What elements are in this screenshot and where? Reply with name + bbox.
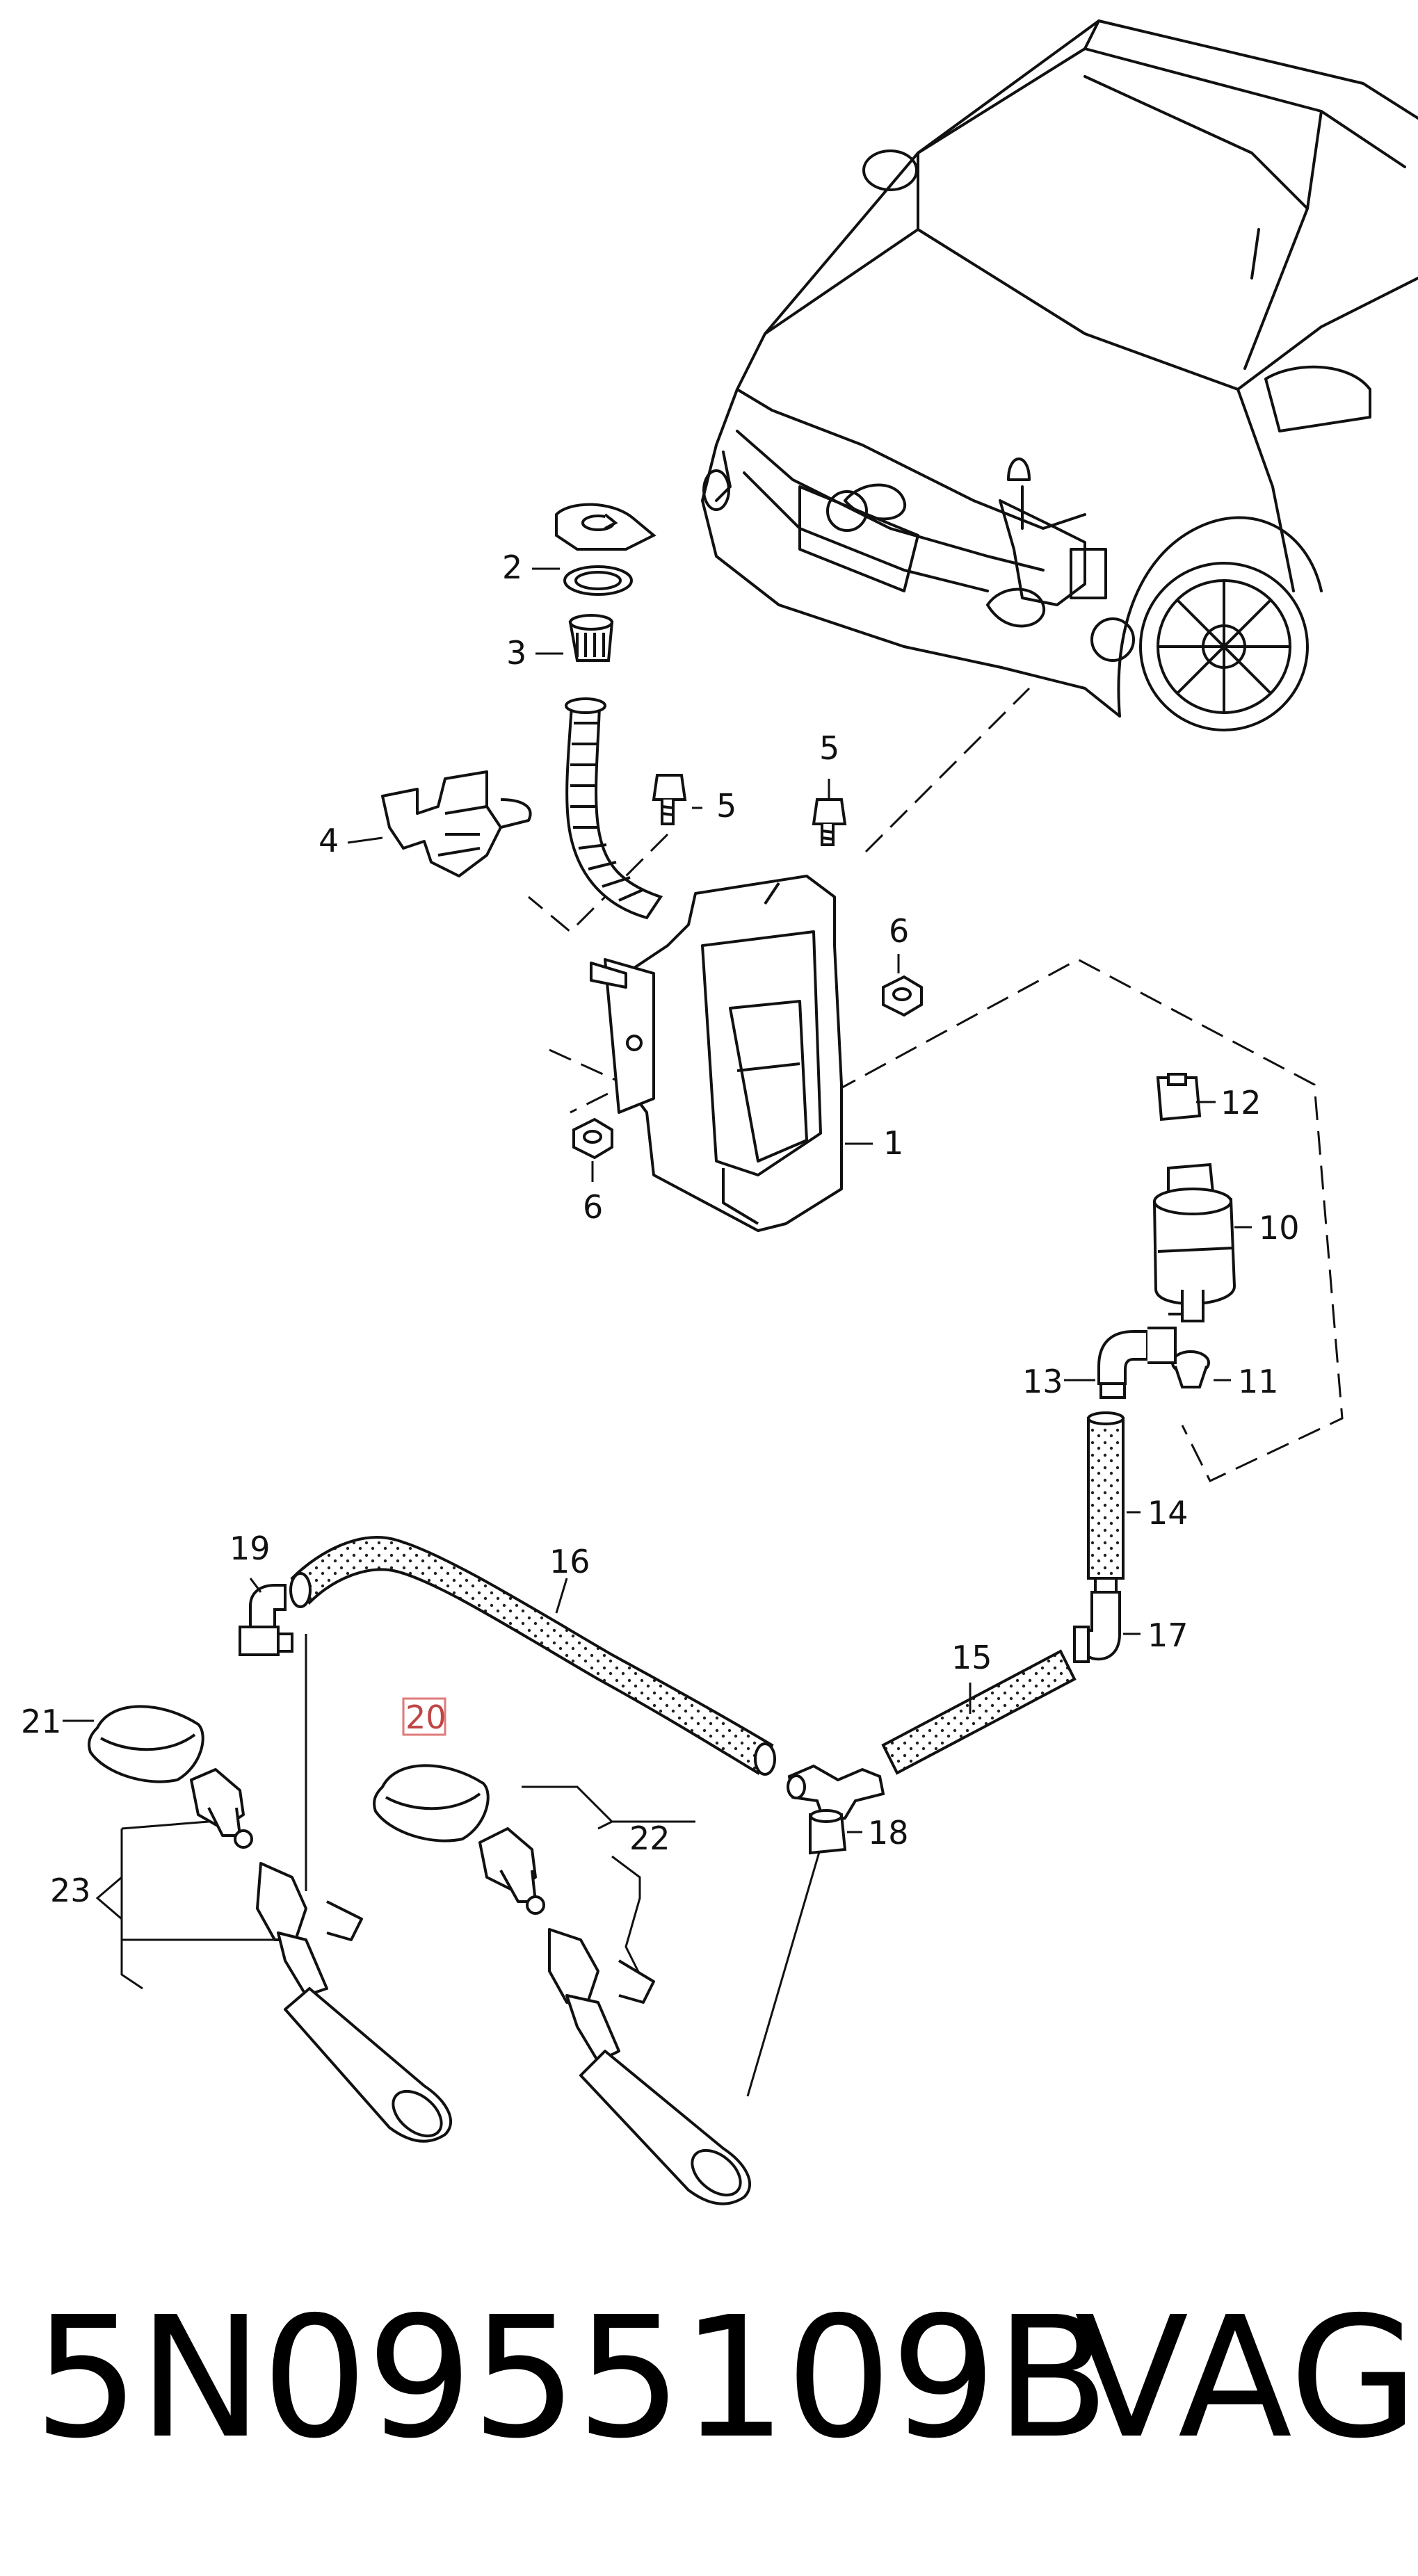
callout-17: 17 bbox=[1147, 1617, 1189, 1654]
hose-14 bbox=[1087, 1411, 1125, 1580]
callout-5b: 5 bbox=[819, 729, 839, 767]
nozzle-assembly-left bbox=[190, 1768, 453, 2143]
bracket bbox=[381, 770, 532, 877]
callout-1: 1 bbox=[883, 1124, 903, 1162]
callout-labels: 1 2 3 4 5 5 6 6 10 11 12 13 14 15 16 17 … bbox=[21, 549, 1300, 1909]
callout-23: 23 bbox=[50, 1872, 91, 1909]
filler-cap bbox=[555, 503, 656, 596]
callout-2: 2 bbox=[502, 549, 522, 586]
elbow-connector-17 bbox=[1073, 1577, 1121, 1663]
callout-4: 4 bbox=[319, 822, 339, 859]
grommet-11 bbox=[1171, 1350, 1210, 1388]
callout-20-highlight bbox=[402, 1697, 446, 1736]
callout-6b: 6 bbox=[583, 1188, 603, 1226]
callout-3: 3 bbox=[506, 634, 526, 672]
hose-15 bbox=[881, 1649, 1077, 1775]
elbow-connector-18 bbox=[809, 1809, 847, 1855]
bolt-5a bbox=[652, 774, 687, 825]
brand-name: VAG bbox=[1074, 2281, 1418, 2475]
hose-16 bbox=[289, 1536, 776, 1776]
callout-18: 18 bbox=[868, 1814, 909, 1852]
callout-ticks bbox=[63, 567, 1252, 1833]
cover-cap-20 bbox=[373, 1764, 490, 1842]
filler-neck-hose bbox=[565, 697, 663, 920]
nut-6b bbox=[572, 1117, 613, 1160]
callout-11: 11 bbox=[1238, 1363, 1279, 1400]
electrical-connector-12 bbox=[1156, 1073, 1202, 1121]
washer-reservoir bbox=[590, 875, 843, 1232]
nut-6a bbox=[882, 975, 923, 1017]
bolt-5b bbox=[812, 798, 847, 846]
cover-cap-21 bbox=[88, 1705, 204, 1783]
callout-10: 10 bbox=[1259, 1209, 1300, 1247]
tee-connector bbox=[787, 1764, 885, 1824]
elbow-connector-13 bbox=[1097, 1327, 1177, 1399]
nozzle-assembly-right bbox=[478, 1827, 752, 2205]
vehicle-illustration bbox=[701, 19, 1418, 731]
callout-5a: 5 bbox=[716, 787, 736, 825]
callout-19: 19 bbox=[229, 1530, 271, 1567]
strainer bbox=[568, 614, 614, 662]
elbow-connector-19 bbox=[239, 1584, 293, 1656]
callout-20: 20 bbox=[405, 1699, 446, 1736]
callout-15: 15 bbox=[951, 1639, 992, 1676]
callout-22: 22 bbox=[629, 1820, 670, 1857]
part-number: 5N0955109B bbox=[33, 2281, 1110, 2475]
callout-16: 16 bbox=[549, 1543, 590, 1580]
callout-12: 12 bbox=[1220, 1084, 1262, 1121]
callout-21: 21 bbox=[21, 1703, 62, 1740]
leader-lines-solid bbox=[95, 1634, 825, 2097]
callout-13: 13 bbox=[1022, 1363, 1063, 1400]
washer-pump bbox=[1152, 1163, 1236, 1322]
callout-6a: 6 bbox=[889, 912, 909, 950]
callout-14: 14 bbox=[1147, 1494, 1189, 1532]
